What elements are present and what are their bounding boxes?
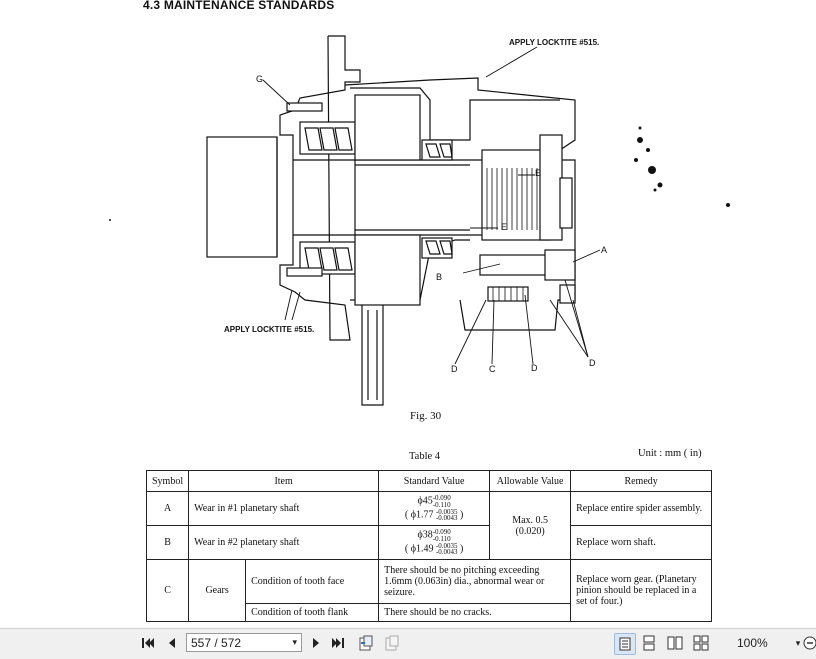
chevron-down-icon: ▾ [795, 637, 801, 648]
previous-page-button[interactable] [164, 635, 180, 651]
locktite-callout-top: APPLY LOCKTITE #515. [509, 38, 600, 47]
first-page-icon [142, 638, 154, 648]
std-b-in-lower: -0.0043 [435, 547, 458, 556]
label-d-left: D [451, 364, 458, 374]
header-standard-value: Standard Value [378, 470, 491, 492]
facing-pages-icon [667, 636, 683, 650]
std-a-in-upper: -0.0035 [435, 507, 458, 516]
allowable-in: (0.020) [515, 525, 545, 537]
standard-value-a: ϕ45-0.090-0.110 ( ϕ1.77 -0.0035-0.0043 ) [378, 491, 491, 526]
header-allowable-value: Allowable Value [489, 470, 572, 492]
section-title: 4.3 MAINTENANCE STANDARDS [143, 0, 335, 12]
label-d-middle: D [531, 363, 538, 373]
table-row: C Gears Condition of tooth face There sh… [145, 559, 713, 622]
go-back-button[interactable] [358, 635, 374, 651]
go-back-icon [359, 635, 373, 651]
go-forward-icon [385, 635, 399, 651]
item-c-face: Condition of tooth face [245, 559, 380, 604]
zoom-level[interactable]: 100% [737, 636, 768, 650]
item-b: Wear in #2 planetary shaft [188, 525, 380, 560]
item-c-flank: Condition of tooth flank [245, 603, 380, 622]
header-symbol: Symbol [145, 470, 190, 492]
single-page-view-button[interactable] [614, 633, 636, 655]
label-d-right: D [589, 358, 596, 368]
symbol-b: B [145, 525, 190, 560]
first-page-button[interactable] [140, 635, 156, 651]
standard-value-b: ϕ38-0.090-0.110 ( ϕ1.49 -0.0035-0.0043 ) [378, 525, 491, 560]
std-b-close: ) [460, 543, 464, 555]
last-page-button[interactable] [330, 635, 346, 651]
label-a: A [601, 245, 608, 255]
label-b: B [436, 272, 443, 282]
table-header-row: Symbol Item Standard Value Allowable Val… [145, 470, 713, 492]
page-number-text: 557 / 572 [191, 635, 242, 650]
std-b-mm-lower: -0.110 [432, 534, 451, 543]
allowable-value-shared: Max. 0.5 (0.020) [489, 491, 572, 560]
document-page: 4.3 MAINTENANCE STANDARDS [109, 0, 730, 622]
table-title: Table 4 [409, 451, 441, 462]
header-item: Item [188, 470, 380, 492]
remedy-b: Replace worn shaft. [570, 525, 713, 560]
symbol-a: A [145, 491, 190, 526]
std-a-in: ( ϕ1.77 [404, 509, 434, 521]
go-forward-button[interactable] [384, 635, 400, 651]
maintenance-table: Symbol Item Standard Value Allowable Val… [145, 470, 713, 622]
zoom-dropdown-button[interactable]: ▾ [790, 635, 806, 651]
cross-section-drawing [109, 35, 730, 406]
header-remedy: Remedy [570, 470, 713, 492]
allowable-mm: 0.5 [535, 514, 549, 526]
next-page-icon [313, 638, 319, 648]
std-b-mm: ϕ38 [417, 530, 433, 541]
item-c-group: Gears [188, 559, 247, 622]
zoom-out-icon [803, 636, 816, 650]
previous-page-icon [169, 638, 175, 648]
continuous-view-button[interactable] [641, 635, 657, 651]
symbol-c: C [145, 559, 190, 622]
figure-caption: Fig. 30 [410, 410, 442, 422]
remedy-a: Replace entire spider assembly. [570, 491, 713, 526]
continuous-facing-view-button[interactable] [693, 635, 709, 651]
table-unit: Unit : mm ( in) [638, 448, 702, 459]
locktite-callout-bottom: APPLY LOCKTITE #515. [224, 325, 315, 334]
std-a-mm-upper: -0.090 [432, 494, 451, 503]
table-row: A Wear in #1 planetary shaft ϕ45-0.090-0… [145, 491, 713, 560]
std-a-mm: ϕ45 [417, 496, 433, 507]
table-row: B Wear in #2 planetary shaft ϕ38-0.090-0… [145, 525, 713, 560]
label-g: G [256, 74, 264, 84]
last-page-icon [332, 638, 344, 648]
std-b-in-upper: -0.0035 [435, 541, 458, 550]
allowable-prefix: Max. [512, 514, 534, 526]
table-row: Condition of tooth flank There should be… [147, 603, 712, 622]
page-dropdown-icon[interactable]: ▾ [292, 637, 297, 647]
page-number-field[interactable]: 557 / 572 ▾ [186, 633, 302, 652]
standard-c-face: There should be no pitching exceeding 1.… [378, 559, 572, 604]
std-a-in-lower: -0.0043 [435, 513, 458, 522]
std-b-in: ( ϕ1.49 [404, 543, 434, 555]
label-e-upper: E [535, 168, 542, 178]
continuous-page-icon [643, 635, 655, 651]
next-page-button[interactable] [308, 635, 324, 651]
remedy-c: Replace worn gear. (Planetary pinion sho… [570, 559, 713, 622]
std-a-close: ) [460, 509, 464, 521]
label-e-lower: E [501, 222, 508, 232]
viewer-toolbar: 557 / 572 ▾ 100% ▾ [0, 628, 816, 659]
label-c: C [489, 364, 496, 374]
std-b-mm-upper: -0.090 [432, 528, 451, 537]
zoom-out-button[interactable] [802, 635, 816, 651]
facing-view-button[interactable] [667, 635, 683, 651]
item-a: Wear in #1 planetary shaft [188, 491, 380, 526]
continuous-facing-icon [693, 635, 709, 651]
std-a-mm-lower: -0.110 [432, 500, 451, 509]
standard-c-flank: There should be no cracks. [378, 603, 572, 622]
single-page-icon [619, 637, 631, 651]
